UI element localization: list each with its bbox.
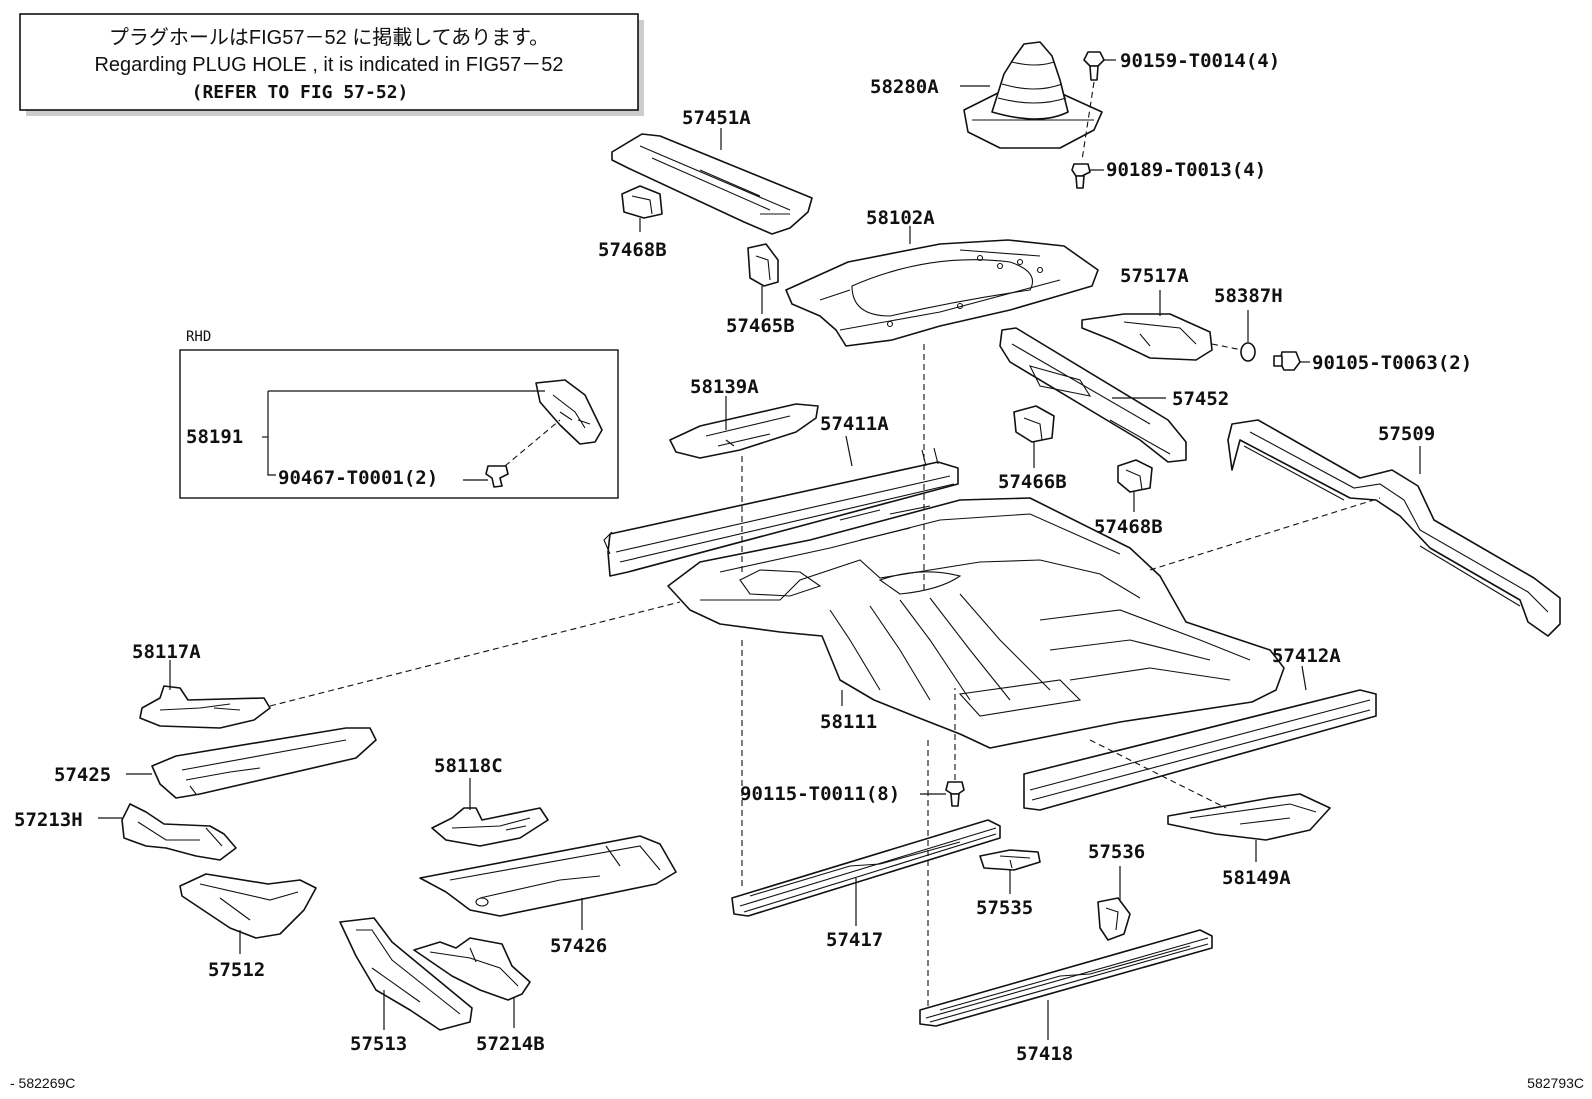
- label-90159: 90159-T0014(4): [1120, 50, 1280, 72]
- label-58111: 58111: [820, 711, 877, 733]
- label-58280A: 58280A: [870, 76, 939, 98]
- bracket-57214B: 57214B: [413, 937, 545, 1055]
- label-57509: 57509: [1378, 423, 1435, 445]
- screws-90159-90189: 90159-T0014(4) 90189-T0013(4): [1071, 50, 1280, 189]
- bracket-58191: [535, 379, 603, 445]
- label-57466B: 57466B: [998, 471, 1067, 493]
- assembly-dashed-lines: [269, 344, 1381, 1010]
- bracket-57513: 57513: [339, 917, 473, 1055]
- bracket-57466B: 57466B: [998, 405, 1067, 493]
- label-57468B-mid: 57468B: [1094, 516, 1163, 538]
- bracket-58118C: 58118C: [431, 755, 549, 847]
- bracket-57468B-top: 57468B: [598, 185, 667, 261]
- label-57465B: 57465B: [726, 315, 795, 337]
- reinforcement-58139A: 58139A: [669, 376, 819, 459]
- bracket-58117A: 58117A: [132, 641, 271, 729]
- bolt-90467: [485, 465, 509, 488]
- label-58191: 58191: [186, 426, 243, 448]
- note-line-1: プラグホールはFIG57－52 に掲載してあります。: [109, 26, 549, 49]
- label-57426: 57426: [550, 935, 607, 957]
- bracket-57213H: 57213H: [14, 803, 237, 861]
- crossmember-57452: 57452: [999, 327, 1229, 463]
- label-57512: 57512: [208, 959, 265, 981]
- shift-boot-58280A: 58280A: [870, 41, 1103, 149]
- label-58149A: 58149A: [1222, 867, 1291, 889]
- label-57412A: 57412A: [1272, 645, 1341, 667]
- rhd-title: RHD: [186, 329, 211, 345]
- label-57468B-top: 57468B: [598, 239, 667, 261]
- floor-side-57425: 57425: [54, 727, 377, 799]
- bracket-57536: 57536: [1088, 841, 1145, 941]
- label-57418: 57418: [1016, 1043, 1073, 1065]
- label-57451A: 57451A: [682, 107, 751, 129]
- label-90115: 90115-T0011(8): [740, 783, 900, 805]
- note-line-2: Regarding PLUG HOLE , it is indicated in…: [94, 54, 563, 76]
- bracket-57517A: 57517A: [1081, 265, 1243, 361]
- note-line-3: (REFER TO FIG 57-52): [192, 82, 409, 103]
- label-57517A: 57517A: [1120, 265, 1189, 287]
- label-57214B: 57214B: [476, 1033, 545, 1055]
- bracket-58149A: 58149A: [1167, 793, 1331, 889]
- label-58118C: 58118C: [434, 755, 503, 777]
- label-58387H: 58387H: [1214, 285, 1283, 307]
- crossmember-57451A: 57451A: [611, 107, 813, 235]
- footer-right-code: 582793C: [1527, 1075, 1584, 1091]
- tunnel-reinforcement-58102A: 58102A: [785, 207, 1099, 347]
- label-57452: 57452: [1172, 388, 1229, 410]
- label-58102A: 58102A: [866, 207, 935, 229]
- label-58117A: 58117A: [132, 641, 201, 663]
- floor-pan-58111: 58111: [667, 497, 1285, 749]
- rear-rail-57509: 57509: [1227, 419, 1561, 637]
- rocker-rail-57417: 57417: [731, 819, 1001, 951]
- label-57417: 57417: [826, 929, 883, 951]
- label-57513: 57513: [350, 1033, 407, 1055]
- bracket-57512: 57512: [179, 873, 317, 981]
- label-57425: 57425: [54, 764, 111, 786]
- footer-left-code: - 582269C: [10, 1075, 75, 1091]
- reference-note: プラグホールはFIG57－52 に掲載してあります。 Regarding PLU…: [19, 13, 644, 116]
- label-90189: 90189-T0013(4): [1106, 159, 1266, 181]
- bracket-57468B-mid: 57468B: [1094, 459, 1163, 538]
- floor-side-57426: 57426: [419, 835, 677, 957]
- bracket-57465B: 57465B: [726, 243, 795, 337]
- bracket-57535: 57535: [976, 849, 1041, 919]
- label-57213H: 57213H: [14, 809, 83, 831]
- rocker-rail-57418: 57418: [919, 929, 1213, 1065]
- label-90105: 90105-T0063(2): [1312, 352, 1472, 374]
- label-57535: 57535: [976, 897, 1033, 919]
- washer-58387H-bolt-90105: 58387H 90105-T0063(2): [1214, 285, 1472, 374]
- label-58139A: 58139A: [690, 376, 759, 398]
- label-90467: 90467-T0001(2): [278, 467, 438, 489]
- label-57536: 57536: [1088, 841, 1145, 863]
- rhd-box: RHD 58191 90467-T0001(2): [179, 329, 619, 499]
- side-rail-57411A: 57411A: [603, 413, 959, 577]
- label-57411A: 57411A: [820, 413, 889, 435]
- bolt-90115: 90115-T0011(8): [740, 688, 965, 807]
- side-rail-57412A: 57412A: [1023, 645, 1377, 811]
